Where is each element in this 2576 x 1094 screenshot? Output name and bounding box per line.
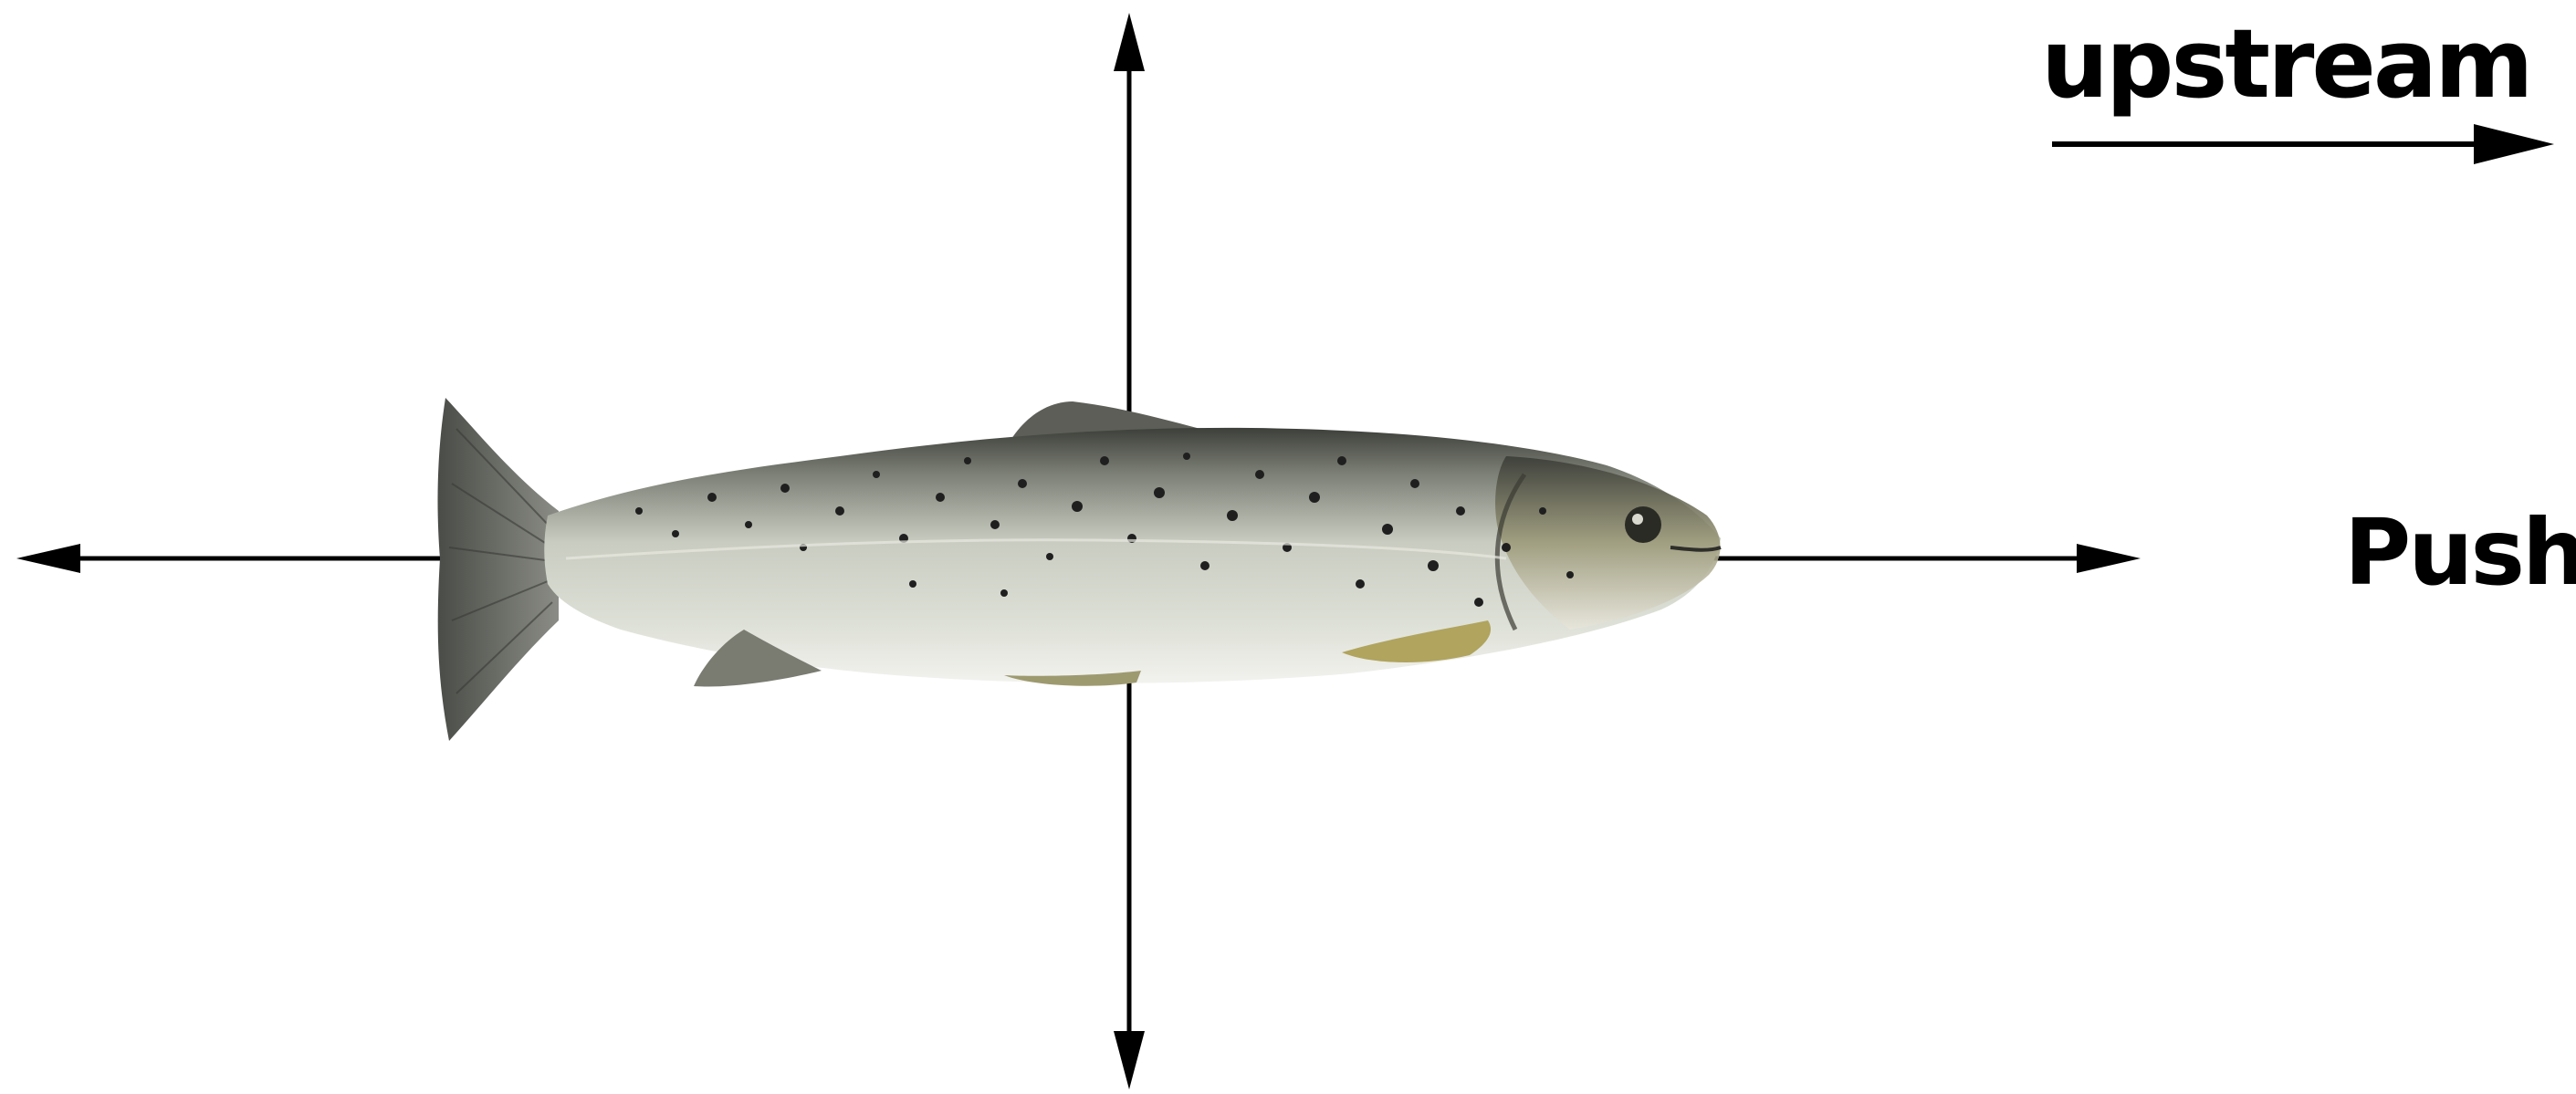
arrow-right-head — [2077, 544, 2141, 573]
arrow-up-head — [1114, 13, 1145, 71]
arrow-down-head — [1114, 1031, 1145, 1089]
upstream-arrow — [2052, 124, 2554, 164]
fish-eye — [1625, 506, 1661, 543]
fish-eye-highlight — [1632, 514, 1643, 525]
upstream-label: upstream — [2041, 16, 2530, 111]
arrow-left-head — [16, 544, 80, 573]
upstream-arrow-head — [2474, 124, 2554, 164]
fish-tail-fin — [438, 398, 559, 741]
trout-fish — [438, 398, 1721, 741]
push-label: Push — [2344, 507, 2576, 599]
